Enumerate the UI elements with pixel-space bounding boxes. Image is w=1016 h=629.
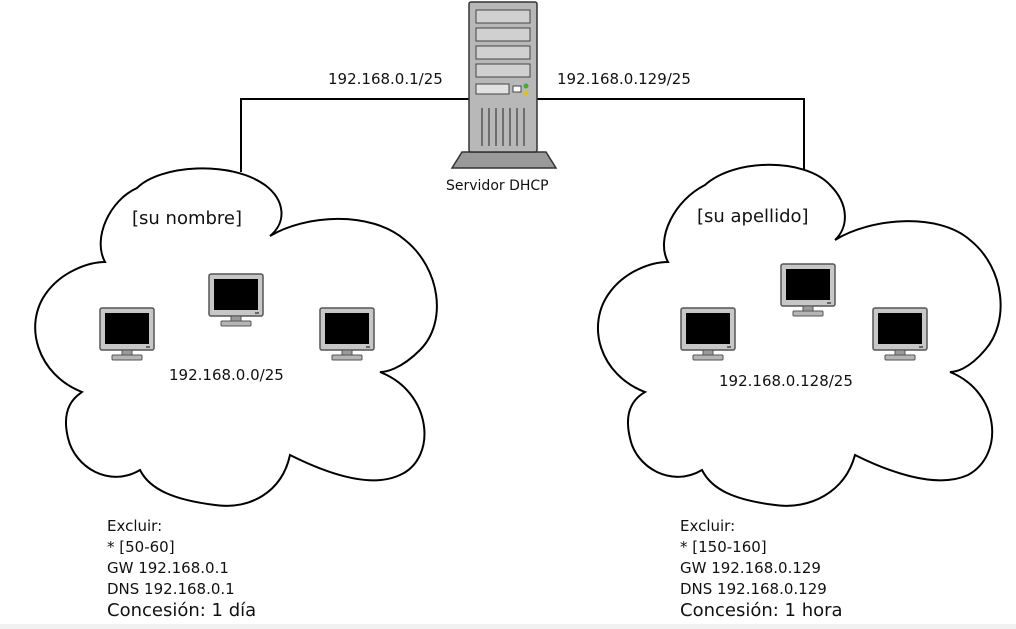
server-label: Servidor DHCP — [446, 178, 549, 194]
cloud-right — [596, 163, 1002, 507]
cloud-left — [34, 167, 438, 507]
bottom-edge — [0, 624, 1016, 629]
server-icon — [450, 1, 558, 169]
dns-setting: DNS 192.168.0.1 — [107, 580, 235, 598]
network-right-name: [su apellido] — [697, 206, 809, 227]
network-left-name: [su nombre] — [132, 208, 243, 229]
exclude-range: * [150-160] — [680, 538, 767, 556]
gateway-setting: GW 192.168.0.129 — [680, 559, 821, 577]
dns-setting: DNS 192.168.0.129 — [680, 580, 827, 598]
lease-setting: Concesión: 1 día — [107, 600, 257, 621]
server-left-ip-label: 192.168.0.1/25 — [328, 70, 443, 88]
gateway-setting: GW 192.168.0.1 — [107, 559, 229, 577]
exclude-title: Excluir: — [107, 517, 163, 535]
exclude-range: * [50-60] — [107, 538, 175, 556]
network-right-subnet: 192.168.0.128/25 — [719, 372, 853, 390]
network-left-config: Excluir: * [50-60] GW 192.168.0.1 DNS 19… — [107, 516, 256, 622]
link-right — [536, 98, 805, 172]
network-right-config: Excluir: * [150-160] GW 192.168.0.129 DN… — [680, 516, 843, 622]
network-left-subnet: 192.168.0.0/25 — [169, 366, 284, 384]
lease-setting: Concesión: 1 hora — [680, 600, 843, 621]
server-right-ip-label: 192.168.0.129/25 — [557, 70, 691, 88]
exclude-title: Excluir: — [680, 517, 736, 535]
network-links — [240, 98, 805, 172]
link-left — [240, 98, 472, 172]
